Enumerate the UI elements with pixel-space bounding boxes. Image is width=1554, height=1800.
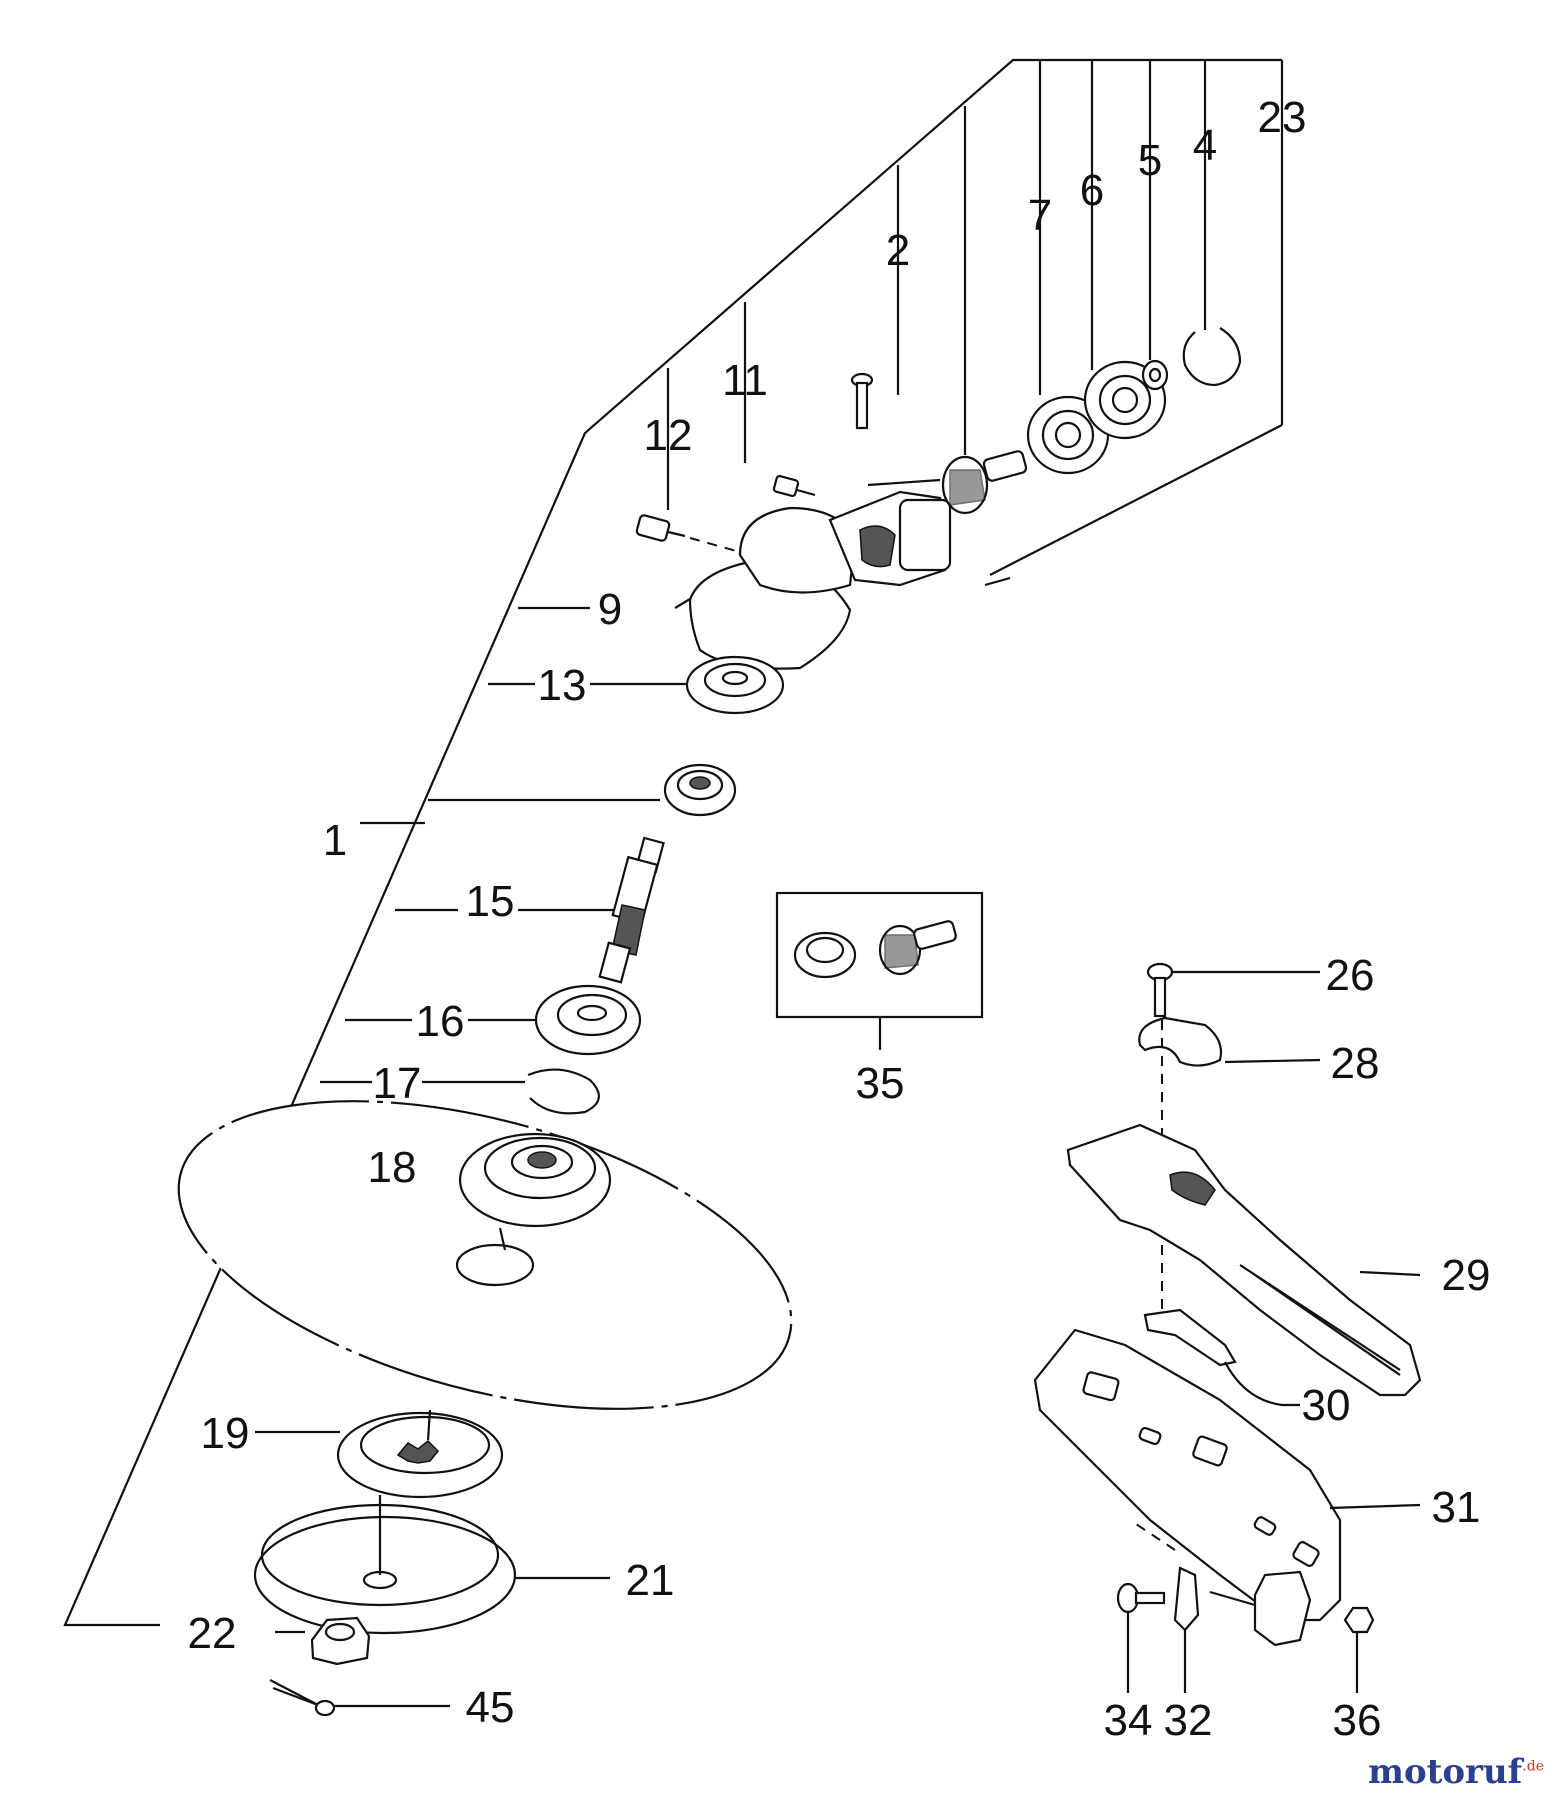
watermark-suffix: .de	[1522, 1758, 1544, 1775]
kit-box-35	[775, 891, 984, 1050]
shaft-15	[598, 836, 665, 984]
callout-32: 32	[1164, 1696, 1213, 1745]
callout-18: 18	[368, 1143, 417, 1192]
bolt-12	[635, 514, 741, 553]
bolt-2	[850, 372, 874, 430]
callout-30: 30	[1302, 1381, 1351, 1430]
callout-23: 23	[1258, 93, 1307, 142]
callout-labels: 1 2 4 5 6 7 9 11 12 13 15 16 17 18 19 21…	[188, 93, 1491, 1745]
gear-housing	[688, 478, 952, 670]
callout-15: 15	[466, 877, 515, 926]
callout-19: 19	[201, 1409, 250, 1458]
pin	[984, 576, 1011, 587]
clamp-28	[1138, 1016, 1321, 1067]
callout-45: 45	[466, 1683, 515, 1732]
circlip-4	[1182, 327, 1242, 387]
callout-31: 31	[1432, 1483, 1481, 1532]
bracket-30	[1143, 1308, 1300, 1407]
cup-21	[253, 1495, 517, 1635]
callout-17: 17	[373, 1059, 422, 1108]
callout-11: 11	[722, 356, 768, 405]
callout-13: 13	[538, 661, 587, 710]
pinion-gear	[941, 450, 1028, 515]
bearing-13	[685, 655, 785, 715]
bolt-34	[1116, 1582, 1166, 1693]
nut-36	[1343, 1606, 1375, 1693]
callout-12: 12	[644, 411, 693, 460]
callout-22: 22	[188, 1609, 237, 1658]
callout-26: 26	[1326, 951, 1375, 1000]
assembly-bracket-1	[63, 58, 1284, 1708]
bearing-16	[534, 984, 642, 1056]
callout-1: 1	[323, 816, 347, 865]
callout-2: 2	[886, 226, 910, 275]
flange-18	[458, 1132, 612, 1228]
watermark-brand: motoruf	[1368, 1752, 1523, 1792]
bolt-11	[772, 474, 816, 498]
seal-ring	[663, 763, 737, 817]
washer-5	[1141, 359, 1169, 391]
watermark-logo: motoruf.de	[1368, 1752, 1544, 1792]
callout-4: 4	[1193, 121, 1217, 170]
callout-36: 36	[1333, 1696, 1382, 1745]
callout-29: 29	[1442, 1251, 1491, 1300]
blade-disc	[177, 1100, 793, 1410]
callout-7: 7	[1028, 191, 1052, 240]
callout-9: 9	[598, 585, 622, 634]
circlip-17	[527, 1068, 600, 1115]
callout-21: 21	[626, 1556, 675, 1605]
callout-28: 28	[1331, 1039, 1380, 1088]
nut-22	[310, 1616, 371, 1666]
guard-29	[1066, 1123, 1422, 1397]
callout-6: 6	[1080, 166, 1104, 215]
washer-19	[336, 1409, 504, 1499]
callout-5: 5	[1138, 136, 1162, 185]
callout-35: 35	[856, 1059, 905, 1108]
callout-16: 16	[416, 997, 465, 1046]
bolt-26	[1146, 962, 1320, 1018]
plate-32	[1129, 1519, 1200, 1693]
cotter-pin-45	[269, 1679, 336, 1717]
callout-34: 34	[1104, 1696, 1153, 1745]
handle-block	[1209, 1570, 1312, 1647]
guard-plate-31	[1033, 1328, 1421, 1622]
